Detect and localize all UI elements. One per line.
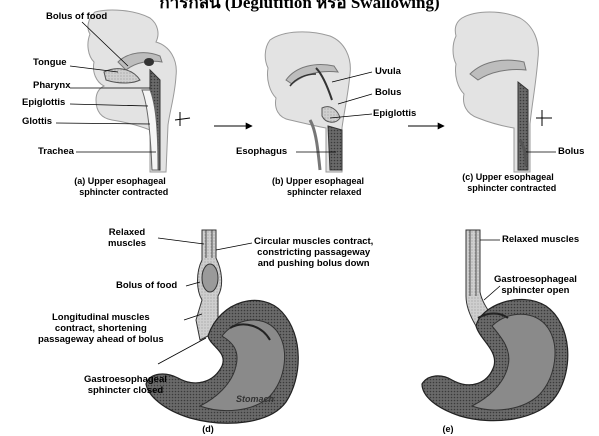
label-gastro-closed: Gastroesophageal sphincter closed [84, 374, 167, 396]
label-bolus-b: Bolus [375, 87, 401, 98]
caption-e: (e) [438, 424, 458, 435]
label-esophagus: Esophagus [236, 146, 287, 157]
caption-d: (d) [198, 424, 218, 435]
label-epiglottis: Epiglottis [22, 97, 65, 108]
panel-e-stomach [422, 230, 568, 421]
label-glottis: Glottis [22, 116, 52, 127]
label-epiglottis-b: Epiglottis [373, 108, 416, 119]
caption-b: (b) Upper esophageal sphincter relaxed [256, 176, 380, 198]
label-relaxed-muscles-d: Relaxed muscles [108, 227, 146, 249]
label-circular-muscles: Circular muscles contract, constricting … [254, 236, 373, 269]
label-relaxed-muscles-e: Relaxed muscles [502, 234, 579, 245]
panel-a-head [88, 10, 190, 172]
label-bolus-of-food-d: Bolus of food [116, 280, 177, 291]
label-uvula: Uvula [375, 66, 401, 77]
label-pharynx: Pharynx [33, 80, 71, 91]
caption-a: (a) Upper esophageal sphincter contracte… [60, 176, 180, 198]
label-longitudinal-muscles: Longitudinal muscles contract, shortenin… [38, 312, 164, 345]
label-trachea: Trachea [38, 146, 74, 157]
label-gastro-open: Gastroesophageal sphincter open [494, 274, 577, 296]
label-bolus-of-food: Bolus of food [46, 11, 107, 22]
caption-c: (c) Upper esophageal sphincter contracte… [446, 172, 570, 194]
label-bolus-c: Bolus [558, 146, 584, 157]
label-stomach: Stomach [236, 394, 274, 404]
label-tongue: Tongue [33, 57, 67, 68]
panel-c-head [453, 12, 552, 172]
